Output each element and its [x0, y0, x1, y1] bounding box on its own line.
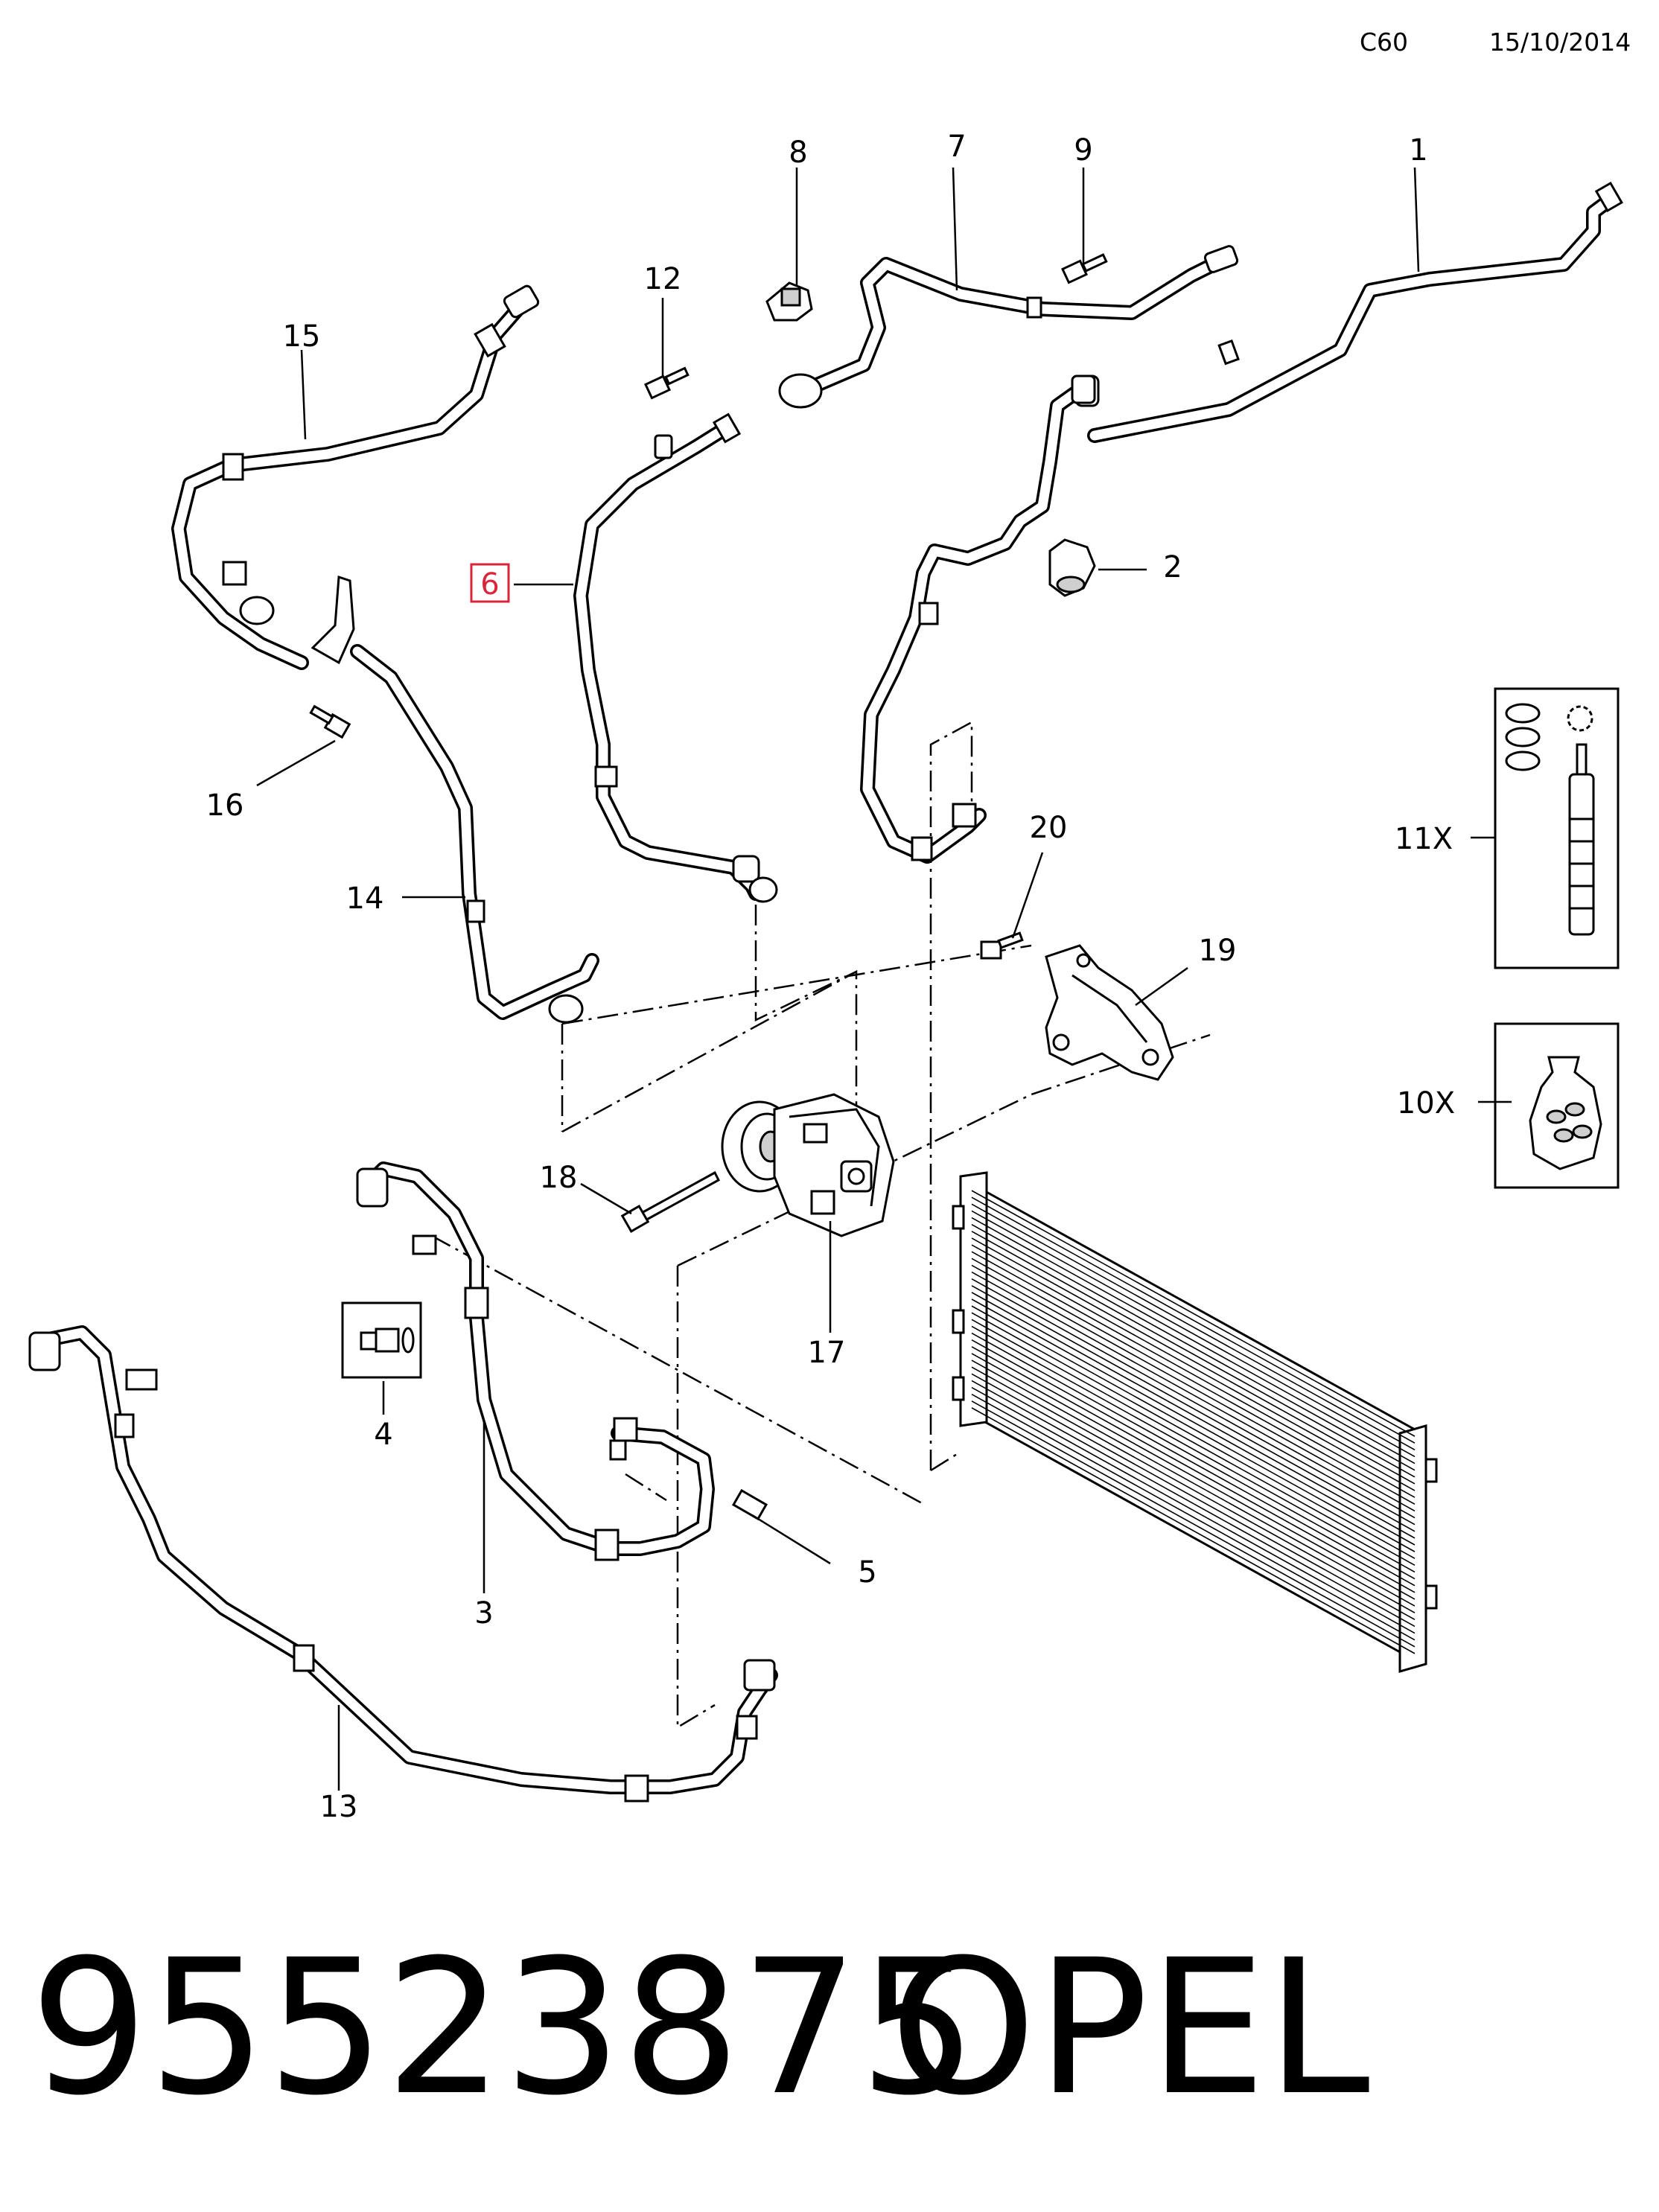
callout-9: 9 — [1074, 133, 1092, 168]
pipe-13[interactable] — [28, 1325, 778, 1803]
condenser-fin — [971, 1264, 1416, 1512]
callout-16: 16 — [206, 788, 244, 823]
sensor-5[interactable] — [731, 1488, 768, 1521]
condenser-fin — [971, 1305, 1416, 1552]
callout-18: 18 — [540, 1161, 578, 1195]
hose-6[interactable] — [573, 412, 778, 903]
condenser-fin — [971, 1407, 1416, 1654]
condenser[interactable] — [952, 1171, 1438, 1673]
pipe-suction-line[interactable] — [860, 374, 1096, 864]
brand-name: OPEL — [890, 1919, 1370, 2136]
drier-kit-11x[interactable] — [1494, 687, 1620, 969]
condenser-fin — [971, 1298, 1416, 1546]
condenser-fin — [971, 1231, 1416, 1478]
condenser-fin — [971, 1400, 1416, 1648]
condenser-fin — [971, 1271, 1416, 1519]
diagram-code: C60 — [1360, 28, 1408, 57]
condenser-fin — [971, 1244, 1416, 1491]
callout-19: 19 — [1199, 934, 1237, 968]
desiccant-kit-10x[interactable] — [1494, 1022, 1620, 1189]
hose-3[interactable] — [356, 1161, 715, 1561]
condenser-fin — [971, 1251, 1416, 1498]
callout-6-highlight-box — [470, 563, 510, 603]
callout-10x: 10X — [1397, 1086, 1455, 1121]
condenser-fin — [971, 1353, 1416, 1600]
callout-1: 1 — [1409, 133, 1427, 168]
condenser-fin — [971, 1224, 1416, 1471]
callout-20: 20 — [1030, 811, 1068, 845]
callout-15: 15 — [283, 319, 321, 354]
pipe-7[interactable] — [778, 245, 1239, 409]
callout-14: 14 — [346, 882, 384, 916]
condenser-fin — [971, 1190, 1416, 1437]
condenser-fin — [971, 1237, 1416, 1485]
pipe-1[interactable] — [1074, 181, 1623, 443]
bracket-19[interactable] — [1045, 944, 1174, 1081]
condenser-fin — [971, 1325, 1416, 1573]
bolt-9[interactable] — [1060, 253, 1108, 284]
condenser-fin — [971, 1217, 1416, 1464]
leader-lines — [256, 167, 1512, 1791]
compressor-17[interactable] — [721, 1093, 895, 1237]
condenser-fin — [971, 1196, 1416, 1444]
callout-7: 7 — [947, 130, 966, 164]
condenser-fin — [971, 1360, 1416, 1607]
bolt-12[interactable] — [643, 366, 690, 400]
callout-12: 12 — [644, 262, 682, 296]
callout-3: 3 — [474, 1596, 493, 1631]
condenser-fin — [971, 1203, 1416, 1451]
condenser-fin — [971, 1312, 1416, 1559]
callout-6: 6 — [480, 567, 499, 602]
pipe-14[interactable] — [350, 644, 599, 1024]
callout-4: 4 — [374, 1418, 392, 1452]
callout-5: 5 — [858, 1555, 876, 1590]
condenser-fin — [971, 1386, 1416, 1634]
condenser-fin — [971, 1292, 1416, 1539]
hose-15[interactable] — [171, 284, 540, 670]
callout-8: 8 — [789, 136, 807, 170]
callout-17: 17 — [808, 1336, 846, 1370]
condenser-fin — [971, 1346, 1416, 1593]
callout-11x: 11X — [1395, 822, 1453, 856]
condenser-fin — [971, 1210, 1416, 1458]
condenser-fin — [971, 1393, 1416, 1641]
part-number: 95523875 — [30, 1919, 977, 2136]
condenser-fin — [971, 1339, 1416, 1587]
condenser-fin — [971, 1278, 1416, 1526]
callout-labels: 1 2 3 4 5 6 7 8 9 10X 11X 12 13 14 15 16… — [206, 130, 1456, 1824]
bolt-18[interactable] — [620, 1170, 720, 1233]
bolt-20[interactable] — [980, 931, 1024, 960]
condenser-fin — [971, 1380, 1416, 1628]
condenser-fin — [971, 1366, 1416, 1613]
callout-2: 2 — [1163, 550, 1182, 584]
clip-8[interactable] — [765, 281, 813, 322]
sensor-2[interactable] — [1048, 538, 1096, 597]
condenser-fin — [971, 1319, 1416, 1566]
condenser-fin — [971, 1285, 1416, 1532]
bolt-16[interactable] — [309, 704, 351, 739]
diagram-date: 15/10/2014 — [1489, 28, 1631, 57]
condenser-fin — [971, 1258, 1416, 1505]
condenser-fin — [971, 1332, 1416, 1580]
callout-13: 13 — [320, 1790, 358, 1824]
condenser-fin — [971, 1373, 1416, 1620]
valve-4[interactable] — [341, 1301, 422, 1379]
